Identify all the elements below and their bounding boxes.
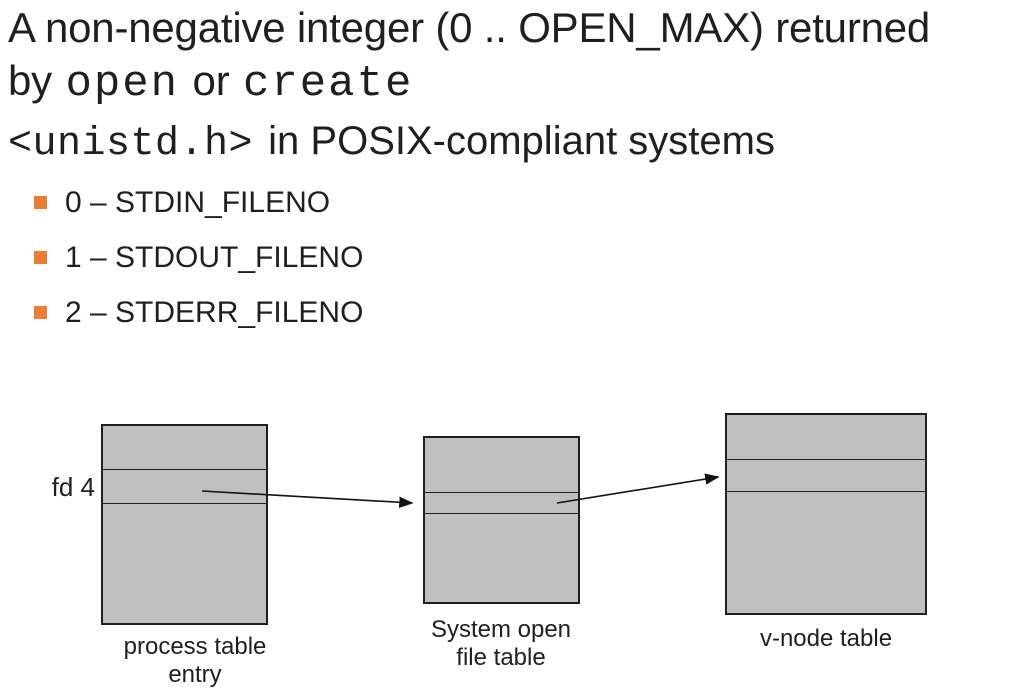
subtitle: <unistd.h> in POSIX-compliant systems <box>8 116 1036 170</box>
list-item-stdout: 1 – STDOUT_FILENO <box>34 230 363 285</box>
file-table-entry-row <box>423 492 580 514</box>
system-open-file-table-box <box>423 436 580 604</box>
title-line-2: by open or create <box>8 54 1036 111</box>
process-table-fd-row <box>101 469 268 504</box>
vnode-table-box <box>725 413 927 615</box>
code-unistd-header: <unistd.h> <box>8 122 254 167</box>
title-line-1: A non-negative integer (0 .. OPEN_MAX) r… <box>8 1 1036 54</box>
list-item-stderr: 2 – STDERR_FILENO <box>34 285 363 340</box>
bullet-label: 1 – STDOUT_FILENO <box>65 240 364 274</box>
subtitle-rest: in POSIX-compliant systems <box>257 119 775 163</box>
process-table-caption: process table entry <box>123 633 267 688</box>
fd-4-label: fd 4 <box>51 472 95 502</box>
title-line2-prefix: by <box>8 57 64 104</box>
arrow-filetable-to-vnode <box>556 473 720 504</box>
file-table-caption: System open file table <box>430 616 572 671</box>
vnode-entry-row <box>725 459 927 492</box>
fileno-bullet-list: 0 – STDIN_FILENO 1 – STDOUT_FILENO 2 – S… <box>34 175 363 340</box>
code-open: open <box>65 59 180 109</box>
bullet-square-icon <box>34 251 47 264</box>
vnode-table-caption: v-node table <box>759 625 893 652</box>
bullet-square-icon <box>34 196 47 209</box>
list-item-stdin: 0 – STDIN_FILENO <box>34 175 363 230</box>
code-create: create <box>242 59 414 109</box>
title-line1-text: A non-negative integer (0 .. OPEN_MAX) r… <box>8 4 931 51</box>
bullet-square-icon <box>34 306 47 319</box>
bullet-label: 2 – STDERR_FILENO <box>65 295 364 329</box>
title-line2-mid: or <box>181 57 241 104</box>
process-table-box <box>101 424 268 625</box>
bullet-label: 0 – STDIN_FILENO <box>65 185 331 219</box>
slide-title: A non-negative integer (0 .. OPEN_MAX) r… <box>8 1 1036 111</box>
